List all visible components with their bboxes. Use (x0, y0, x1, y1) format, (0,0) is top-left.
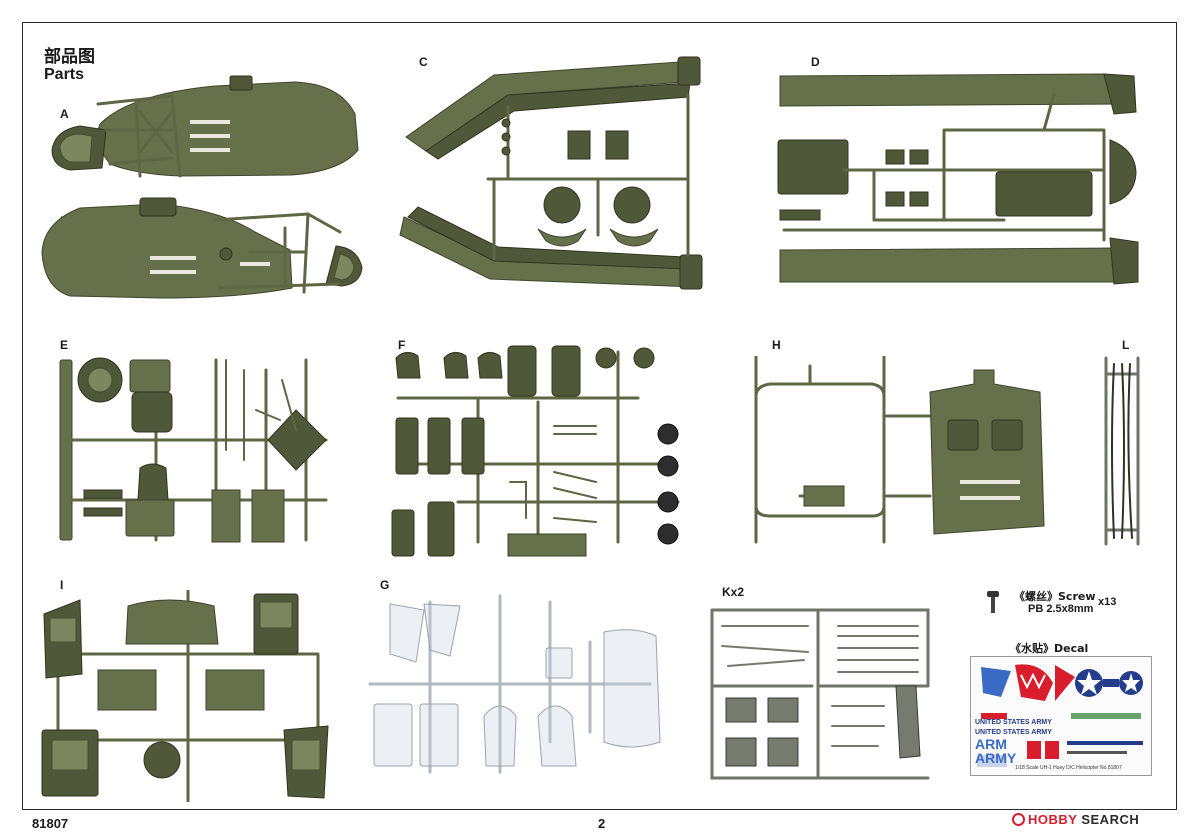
sprue-label-i: I (60, 578, 64, 592)
sprue-f-seats (388, 342, 688, 560)
sprue-c-tail-boom (398, 55, 718, 305)
sprue-e-engine-parts (56, 350, 336, 550)
screw-quantity: x13 (1098, 596, 1117, 608)
decal-army-block-1: ARM (975, 736, 1007, 752)
decal-sheet: UNITED STATES ARMY UNITED STATES ARMY AR… (970, 656, 1152, 776)
sprue-i-doors (38, 590, 338, 802)
decal-army-block-2: ARMY (975, 750, 1017, 766)
page-number: 2 (598, 816, 606, 831)
sprue-label-f: F (398, 338, 406, 352)
sprue-label-k: Kx2 (722, 585, 745, 599)
sprue-label-h: H (772, 338, 781, 352)
hobbysearch-logo-icon (1012, 813, 1025, 826)
sprue-g-clear-parts (360, 592, 680, 782)
page-border (22, 22, 1177, 810)
decal-army-line-1: UNITED STATES ARMY (975, 719, 1052, 726)
decal-small-print: 1/18 Scale UH-1 Huey D/C Helicopter No.8… (1015, 765, 1122, 771)
screw-spec: PB 2.5x8mm (1028, 603, 1094, 615)
decal-army-line-2: UNITED STATES ARMY (975, 729, 1052, 736)
sprue-label-e: E (60, 338, 69, 352)
sprue-label-l: L (1122, 338, 1130, 352)
kit-number: 81807 (32, 816, 69, 831)
sprue-l-window-frames (1100, 354, 1144, 548)
decal-label: 《水贴》Decal (1010, 642, 1089, 655)
watermark-brand: HOBBY (1028, 812, 1078, 827)
screw-label: 《螺丝》Screw (1014, 590, 1096, 603)
sprue-h-floor-skids (740, 356, 1062, 546)
sprue-label-d: D (811, 55, 820, 69)
sprue-label-g: G (380, 578, 390, 592)
page-title-en: Parts (44, 66, 85, 83)
sprue-b-fuselage-right (40, 192, 370, 304)
watermark-brand2: SEARCH (1081, 812, 1140, 827)
sprue-label-c: C (419, 55, 428, 69)
sprue-a-fuselage-left (40, 72, 360, 182)
page-title-cn: 部品图 (44, 47, 95, 67)
sprue-label-a: A (60, 107, 69, 121)
sprue-d-rotor-blades (774, 70, 1144, 290)
watermark: HOBBY SEARCH (1012, 812, 1139, 827)
screw-icon (986, 590, 1000, 614)
sprue-k-small-parts (708, 606, 936, 782)
